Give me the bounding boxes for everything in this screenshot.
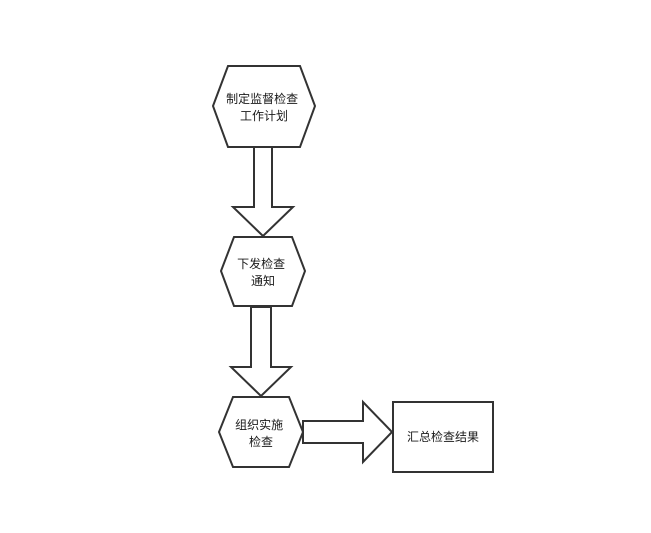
node-summary[interactable]: 汇总检查结果	[392, 401, 494, 473]
node-notice-line-2: 通知	[251, 274, 275, 288]
arrow-plan-to-notice	[230, 146, 296, 238]
node-plan-line-2: 工作计划	[240, 109, 288, 123]
node-summary-line-1: 汇总检查结果	[407, 429, 479, 444]
node-conduct-shape	[217, 396, 305, 468]
node-notice[interactable]: 下发检查 通知	[219, 236, 307, 307]
node-conduct[interactable]: 组织实施 检查	[217, 396, 305, 468]
node-notice-line-1: 下发检查	[237, 256, 285, 271]
node-conduct-label: 组织实施 检查	[235, 417, 287, 449]
node-plan[interactable]: 制定监督检查 工作计划	[211, 65, 317, 148]
node-notice-label: 下发检查 通知	[237, 256, 289, 288]
node-conduct-line-1: 组织实施	[235, 417, 283, 432]
node-summary-label: 汇总检查结果	[407, 429, 479, 444]
node-plan-shape	[211, 65, 317, 148]
node-plan-line-1: 制定监督检查	[226, 91, 298, 106]
node-summary-shape	[392, 401, 494, 473]
arrow-conduct-to-summary	[302, 399, 394, 465]
node-conduct-line-2: 检查	[249, 434, 273, 449]
node-notice-shape	[219, 236, 307, 307]
arrow-notice-to-conduct	[228, 306, 294, 398]
node-plan-label: 制定监督检查 工作计划	[226, 91, 302, 123]
